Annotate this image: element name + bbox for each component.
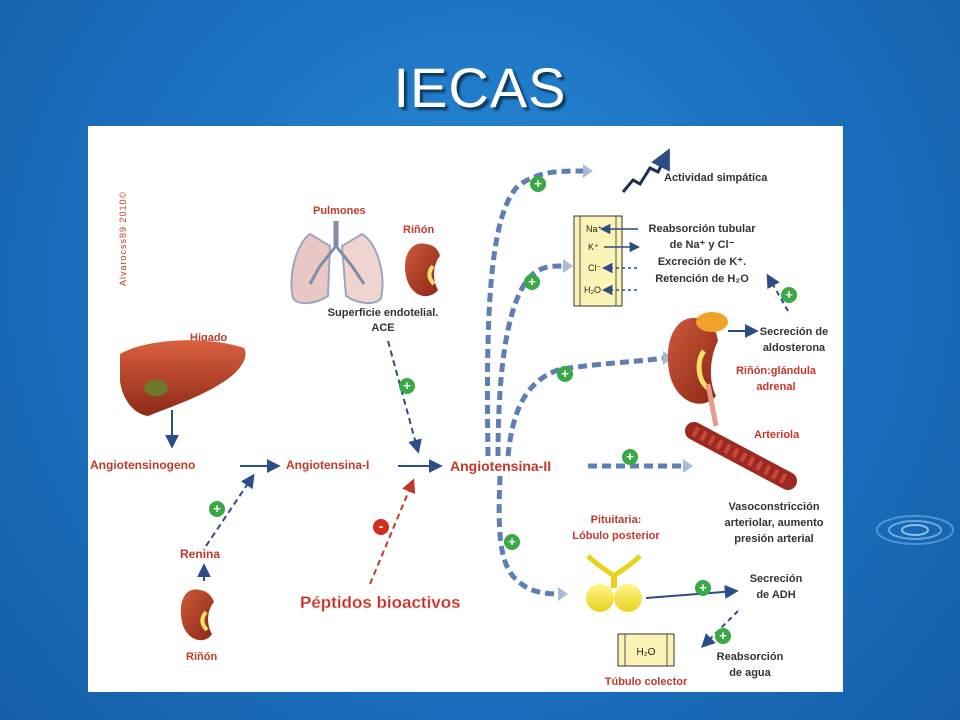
plus-sign-ace: + [399, 378, 415, 394]
aldosterona-line1: Secreción de [760, 326, 828, 338]
tubular-line2: de Na⁺ y Cl⁻ [670, 239, 735, 251]
h2o-box-label: H₂O [637, 647, 656, 658]
tubule-box [573, 215, 623, 307]
renina-label: Renina [180, 547, 220, 561]
simpatica-label: Actividad simpática [664, 172, 768, 184]
adrenal-kidney-illustration [667, 312, 728, 427]
plus-sign-agua: + [715, 628, 731, 644]
plus-sign-simpatica: + [530, 176, 546, 192]
plus-sign-pituitaria: + [504, 534, 520, 550]
svg-text:+: + [626, 449, 634, 464]
tubular-line1: Reabsorción tubular [649, 223, 757, 235]
vaso-line3: presión arterial [734, 533, 813, 545]
plus-sign-aldosterona: + [781, 287, 797, 303]
adh-line1: Secreción [750, 573, 803, 585]
svg-text:+: + [528, 274, 536, 289]
raas-diagram: Alvarocss89 2010© Pulmones Riñón Superfi… [90, 148, 828, 688]
watermark: Alvarocss89 2010© [118, 191, 128, 286]
liver-illustration [120, 340, 246, 416]
vaso-line2: arteriolar, aumento [724, 517, 823, 529]
ace-dashed-arrow [387, 340, 422, 454]
plus-sign-adrenal: + [557, 366, 573, 382]
svg-text:+: + [403, 378, 411, 393]
kidney-bottom-illustration [180, 589, 214, 641]
water-ripple-decoration [876, 515, 954, 545]
minus-sign-peptidos: - [373, 518, 389, 535]
svg-text:+: + [785, 287, 793, 302]
vaso-line1: Vasoconstricción [728, 501, 819, 513]
surface-label-line1: Superficie endotelial. [328, 307, 439, 319]
branch-arrows [484, 168, 683, 597]
plus-sign-adh: + [695, 580, 711, 596]
svg-text:+: + [699, 580, 707, 595]
adh-arrow [645, 584, 739, 599]
ion-k: K⁺ [588, 242, 599, 252]
kidney-bottom-label: Riñón [186, 651, 217, 663]
agua-line1: Reabsorción [717, 651, 784, 663]
aldosterona-line2: aldosterona [763, 342, 826, 354]
peptidos-label: Péptidos bioactivos [300, 593, 461, 612]
slide-title: IECAS [393, 56, 567, 119]
aldosterona-dashed-arrow [766, 273, 789, 312]
plus-sign-arteriola: + [622, 449, 638, 465]
adrenal-line2: adrenal [756, 381, 795, 393]
svg-text:+: + [719, 628, 727, 643]
tubular-line4: Retención de H₂O [655, 273, 749, 285]
svg-text:+: + [213, 501, 221, 516]
angiotensina1-label: Angiotensina-I [286, 458, 369, 472]
svg-text:+: + [534, 176, 542, 191]
kidney-top-illustration [404, 243, 440, 297]
pituitaria-line2: Lóbulo posterior [572, 530, 660, 542]
svg-text:+: + [508, 534, 516, 549]
angiotensinogeno-label: Angiotensinogeno [90, 458, 195, 472]
angiotensina2-label: Angiotensina-II [450, 458, 551, 474]
plus-sign-renina: + [209, 501, 225, 517]
ion-cl: Cl⁻ [588, 263, 601, 273]
adrenal-line1: Riñón:glándula [736, 365, 817, 377]
arteriola-label: Arteriola [754, 429, 800, 441]
arteriole-illustration [685, 422, 797, 490]
surface-label-line2: ACE [371, 322, 394, 334]
tubulo-label: Túbulo colector [605, 676, 688, 688]
adh-line2: de ADH [756, 589, 795, 601]
pituitaria-line1: Pituitaria: [591, 514, 642, 526]
lungs-illustration [290, 221, 384, 304]
peptidos-dashed-arrow [369, 478, 416, 585]
ion-na: Na⁺ [586, 224, 603, 234]
kidney-top-label: Riñón [403, 224, 434, 236]
plus-sign-tubular: + [524, 274, 540, 290]
svg-text:+: + [561, 366, 569, 381]
agua-line2: de agua [729, 667, 771, 679]
lungs-label: Pulmones [313, 205, 366, 217]
tubular-line3: Excreción de K⁺. [658, 256, 746, 268]
svg-text:-: - [379, 518, 384, 534]
diagram-panel: Alvarocss89 2010© Pulmones Riñón Superfi… [88, 126, 843, 692]
pituitary-illustration [586, 554, 642, 612]
renina-dashed-arrow [205, 473, 255, 547]
collecting-tubule-box [617, 633, 675, 667]
ion-h2o: H₂O [584, 285, 601, 295]
sympathetic-zigzag [621, 148, 670, 193]
